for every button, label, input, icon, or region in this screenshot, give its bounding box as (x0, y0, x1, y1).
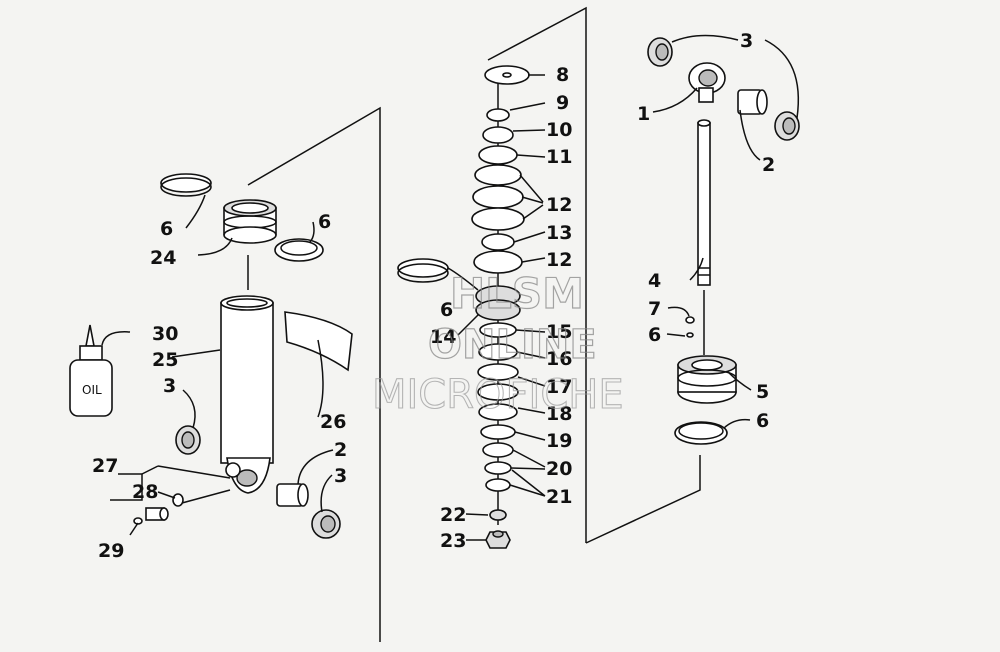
callout-12: 12 (546, 249, 572, 271)
callout-30: 30 (152, 323, 178, 345)
shaft-group (647, 34, 800, 445)
leader-lines-left (101, 194, 334, 536)
shaft-eye-part (688, 62, 726, 103)
callout-2: 2 (762, 154, 775, 176)
bushing-part-2 (311, 509, 341, 539)
callout-26: 26 (320, 411, 346, 433)
callout-4: 4 (648, 270, 661, 292)
watermark: HLSM ONLINE MICROFICHE (371, 268, 624, 418)
callout-3: 3 (163, 375, 176, 397)
callout-13: 13 (546, 222, 572, 244)
callout-16: 16 (546, 348, 572, 370)
eye-sleeve-part (737, 89, 768, 115)
shim-discs (471, 108, 525, 492)
callout-27: 27 (92, 455, 118, 477)
callout-14: 14 (430, 326, 456, 348)
callout-1: 1 (637, 103, 650, 125)
callout-6: 6 (756, 410, 769, 432)
callout-19: 19 (546, 430, 572, 452)
callout-29: 29 (98, 540, 124, 562)
callout-6: 6 (160, 218, 173, 240)
callout-11: 11 (546, 146, 572, 168)
snap-ring-part (160, 173, 212, 197)
bushing-part (175, 425, 201, 455)
callout-3: 3 (334, 465, 347, 487)
nut-parts (485, 509, 511, 549)
callout-6: 6 (648, 324, 661, 346)
callout-9: 9 (556, 92, 569, 114)
shaft-part (697, 119, 711, 286)
callout-10: 10 (546, 119, 572, 141)
oil-bottle-part: OIL (69, 324, 113, 417)
body-cap-part (223, 199, 277, 244)
eye-bushing-part-2 (774, 111, 800, 141)
screw-part (685, 316, 695, 338)
callout-2: 2 (334, 439, 347, 461)
callout-15: 15 (546, 321, 572, 343)
callout-12: 12 (546, 194, 572, 216)
leader-lines-right (652, 34, 800, 429)
piston-ring-part (397, 258, 449, 283)
callout-6: 6 (318, 211, 331, 233)
shock-body-cylinder (220, 295, 274, 494)
callout-18: 18 (546, 403, 572, 425)
callout-25: 25 (152, 349, 178, 371)
eye-bushing-part (647, 37, 673, 67)
sleeve-part (276, 483, 309, 507)
panel-outlines (247, 6, 701, 642)
watermark-line-1: HLSM (450, 269, 584, 318)
valve-core-part (133, 493, 184, 525)
callout-28: 28 (132, 481, 158, 503)
oil-bottle-label: OIL (82, 383, 102, 397)
shock-body-group: OIL (69, 173, 353, 539)
callout-labels: 3 1 2 4 7 6 5 6 8 9 10 11 12 13 12 15 16… (92, 30, 775, 562)
callout-24: 24 (150, 247, 176, 269)
watermark-line-3: MICROFICHE (372, 372, 624, 418)
seal-ring-part (674, 421, 728, 445)
callout-5: 5 (756, 381, 769, 403)
callout-7: 7 (648, 298, 661, 320)
callout-20: 20 (546, 458, 572, 480)
o-ring-part (274, 238, 324, 262)
callout-17: 17 (546, 376, 572, 398)
callout-8: 8 (556, 64, 569, 86)
leader-lines-middle (447, 74, 546, 541)
shim-stack-group (397, 65, 546, 549)
callout-23: 23 (440, 530, 466, 552)
callout-3: 3 (740, 30, 753, 52)
callout-6: 6 (440, 299, 453, 321)
callout-21: 21 (546, 486, 572, 508)
watermark-line-2: ONLINE (428, 322, 597, 368)
piston-part (677, 355, 737, 404)
callout-22: 22 (440, 504, 466, 526)
